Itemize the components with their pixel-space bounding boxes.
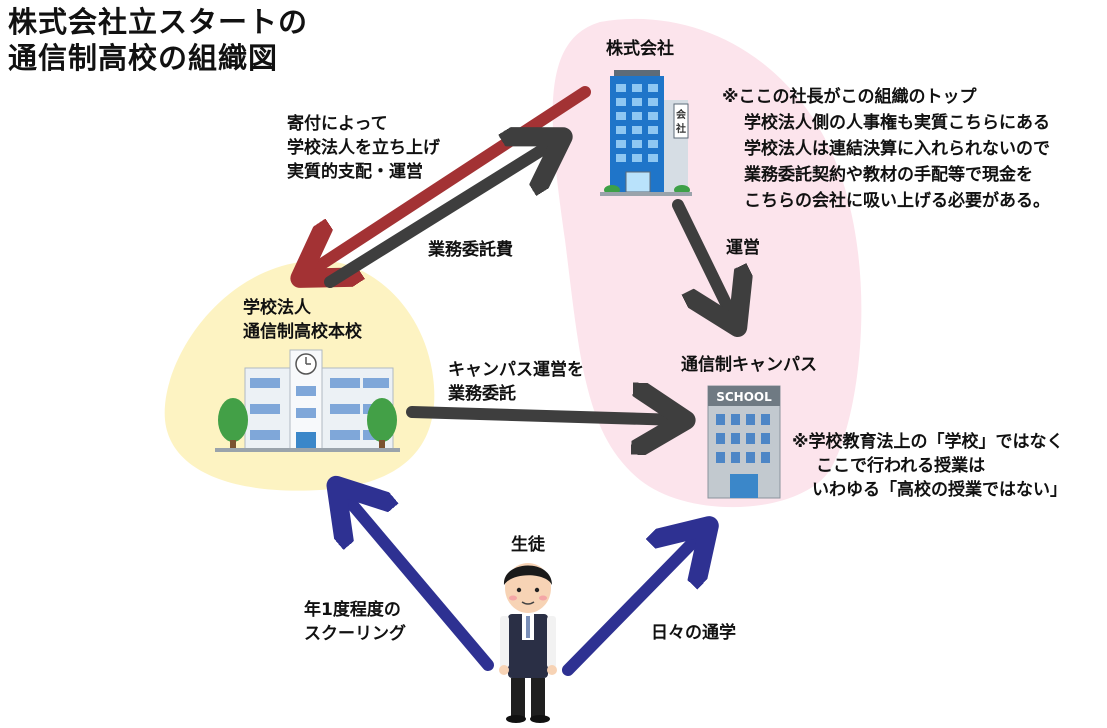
campus-outsource-label: キャンパス運営を 業務委託 — [448, 358, 584, 406]
campus-note: ※学校教育法上の「学校」ではなく ここで行われる授業は いわゆる「高校の授業では… — [792, 430, 1067, 502]
campus-outsource-line2: 業務委託 — [448, 384, 516, 404]
donation-arrow — [305, 86, 591, 275]
campus-outsource-line1: キャンパス運営を — [448, 360, 584, 380]
company-note-line5: こちらの会社に吸い上げる必要がある。 — [744, 191, 1050, 211]
company-note-line4: 業務委託契約や教材の手配等で現金を — [744, 165, 1033, 185]
donation-line2: 学校法人を立ち上げ — [287, 138, 440, 158]
student-label: 生徒 — [511, 535, 545, 555]
company-note-line2: 学校法人側の人事権も実質こちらにある — [744, 113, 1050, 133]
company-note: ※ここの社長がこの組織のトップ 学校法人側の人事権も実質こちらにある 学校法人は… — [722, 84, 1050, 214]
school-corp-line2: 通信制高校本校 — [243, 322, 362, 342]
schooling-line2: スクーリング — [304, 624, 406, 644]
donation-line3: 実質的支配・運営 — [287, 162, 423, 182]
company-sign-char1: 会 — [676, 108, 686, 121]
fee-arrow — [324, 140, 558, 288]
company-label: 株式会社 — [606, 39, 674, 59]
school-corp-label: 学校法人 通信制高校本校 — [243, 296, 362, 344]
campus-note-line1: ※学校教育法上の「学校」ではなく — [792, 432, 1064, 452]
campus-building-icon: SCHOOL — [707, 385, 781, 499]
company-note-line1: ※ここの社長がこの組織のトップ — [722, 87, 977, 107]
operation-arrow — [672, 199, 735, 322]
commute-arrow — [562, 530, 705, 676]
company-sign-char2: 社 — [675, 122, 686, 135]
page-title: 株式会社立スタートの 通信制高校の組織図 — [8, 4, 308, 76]
donation-line1: 寄付によって — [287, 114, 388, 134]
campus-sign: SCHOOL — [716, 390, 772, 404]
schooling-arrow — [340, 490, 494, 671]
school-corp-line1: 学校法人 — [243, 298, 311, 318]
operation-label: 運営 — [726, 238, 760, 258]
outsource-arrow — [406, 412, 680, 420]
company-building-icon: 会 社 — [600, 70, 692, 196]
campus-note-line3: いわゆる「高校の授業ではない」 — [812, 480, 1067, 500]
student-figure-icon — [499, 563, 557, 723]
campus-label: 通信制キャンパス — [681, 355, 817, 375]
fee-label: 業務委託費 — [428, 240, 513, 260]
schooling-label: 年1度程度の スクーリング — [304, 598, 406, 646]
donation-label: 寄付によって 学校法人を立ち上げ 実質的支配・運営 — [287, 112, 440, 184]
schooling-line1: 年1度程度の — [304, 600, 401, 620]
company-note-line3: 学校法人は連結決算に入れられないので — [744, 139, 1050, 159]
commute-label: 日々の通学 — [651, 623, 736, 643]
campus-note-line2: ここで行われる授業は — [816, 456, 986, 476]
title-line1: 株式会社立スタートの — [8, 5, 309, 39]
title-line2: 通信制高校の組織図 — [8, 41, 279, 75]
school-building-icon — [215, 349, 400, 452]
